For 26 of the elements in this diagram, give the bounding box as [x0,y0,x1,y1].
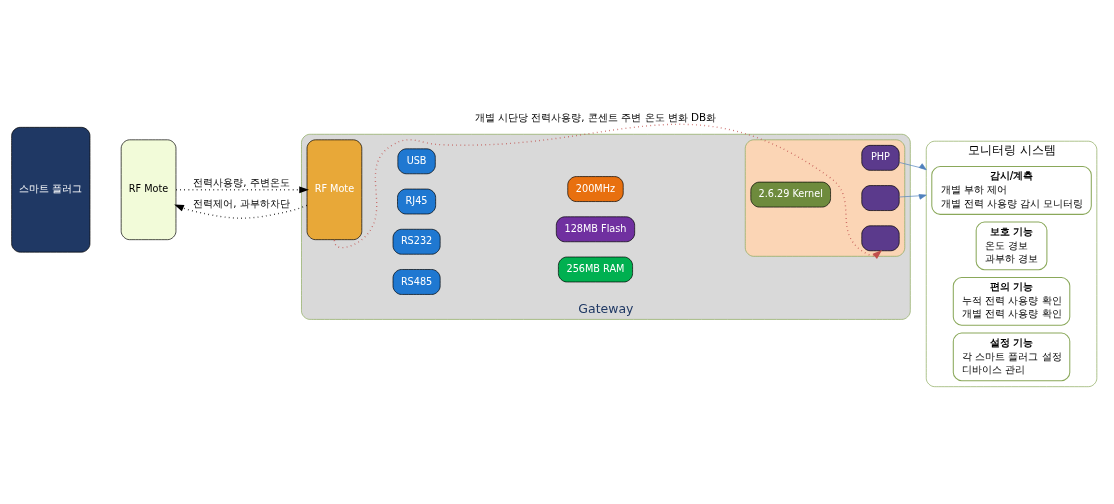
arrow [174,204,308,219]
node-box: 256MB RAM [558,256,633,282]
arrow [175,185,309,193]
node-box: PHP [861,144,900,171]
node-box: RF Mote [306,138,363,240]
node-box: 보호 기능 온도 경보 과부하 경보 [975,220,1048,270]
edge-label: 개별 시단당 전력사용량, 콘센트 주변 온도 변화 DB화 [474,110,717,123]
node-box: 감시/계측 개별 부하 제어 개별 전력 사용량 감시 모니터링 [931,165,1092,215]
edge-label: 전력사용량, 주변온도 [193,175,290,188]
node-box: USB [397,148,436,174]
node-box: RS485 [392,268,441,295]
node-box [861,224,900,251]
node-box: RJ45 [397,188,436,214]
node-box: 설정 기능 각 스마트 플러그 설정 디바이스 관리 [952,331,1071,381]
arrow [898,161,927,170]
node-box: RS232 [392,228,441,255]
arrow [333,123,883,259]
node-box: 2.6.29 Kernel [750,181,831,207]
arrow [898,193,927,200]
node-box: 200MHz [567,175,624,202]
node-box: RF Mote [120,138,177,240]
node-box: 128MB Flash [555,215,635,242]
node-box [861,184,900,211]
node-box: 편의 기능 누적 전력 사용량 확인 개별 전력 사용량 확인 [952,276,1071,326]
edge-label: 전력제어, 과부하차단 [193,196,290,209]
node-box: 스마트 플러그 [11,126,91,252]
